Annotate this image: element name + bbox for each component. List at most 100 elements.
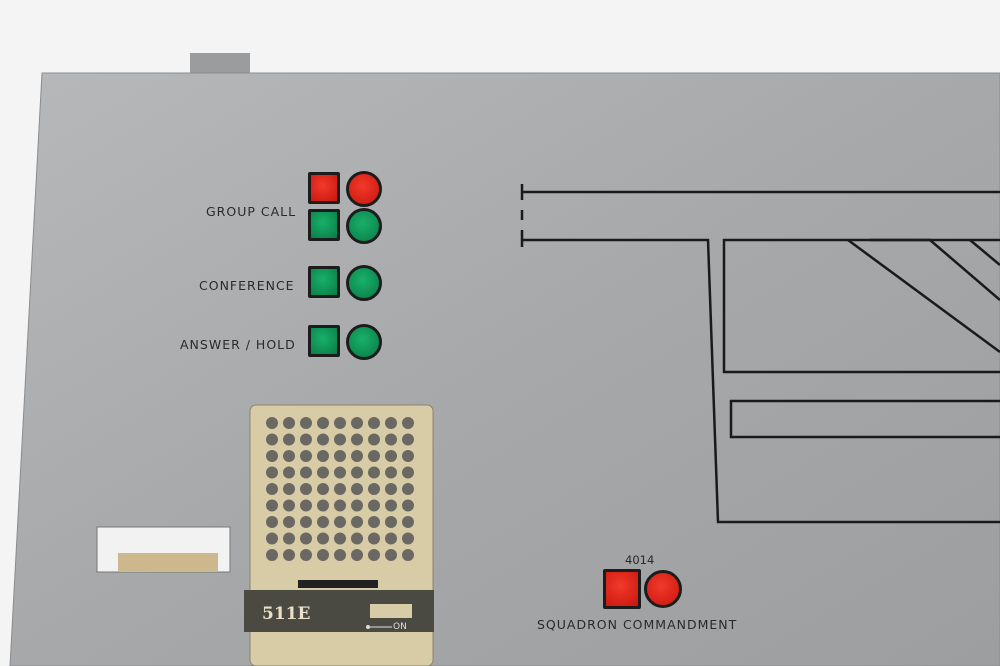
- grille-hole: [402, 532, 414, 545]
- grille-hole: [334, 532, 346, 545]
- grille-hole: [266, 450, 278, 462]
- conference-label: CONFERENCE: [199, 278, 295, 293]
- grille-hole: [334, 549, 346, 561]
- squadron-round-button[interactable]: [644, 570, 682, 608]
- grille-hole: [300, 417, 312, 429]
- grille-hole: [300, 549, 312, 561]
- grille-hole: [385, 450, 397, 462]
- grille-hole: [317, 417, 329, 429]
- grille-hole: [334, 417, 346, 429]
- group-call-red-square-button[interactable]: [308, 172, 340, 204]
- grille-hole: [266, 532, 278, 545]
- grille-hole: [368, 532, 380, 545]
- squadron-label: SQUADRON COMMANDMENT: [537, 617, 738, 632]
- grille-hole: [402, 433, 414, 446]
- grille-hole: [351, 450, 363, 462]
- mimic-diagram: [520, 184, 1000, 524]
- grille-hole: [385, 483, 397, 495]
- grille-hole: [334, 433, 346, 446]
- grille-hole: [402, 516, 414, 528]
- grille-hole: [334, 483, 346, 495]
- grille-hole: [300, 499, 312, 512]
- squadron-number: 4014: [625, 553, 655, 567]
- group-call-red-round-button[interactable]: [346, 171, 382, 207]
- grille-hole: [402, 549, 414, 561]
- grille-hole: [385, 516, 397, 528]
- answer-hold-label: ANSWER / HOLD: [180, 337, 296, 352]
- grille-hole: [283, 433, 295, 446]
- grille-hole: [402, 499, 414, 512]
- grille-hole: [402, 450, 414, 462]
- grille-hole: [351, 483, 363, 495]
- grille-hole: [317, 532, 329, 545]
- grille-hole: [300, 433, 312, 446]
- grille-hole: [334, 499, 346, 512]
- grille-hole: [300, 450, 312, 462]
- slot-card: [118, 553, 218, 572]
- grille-hole: [368, 433, 380, 446]
- grille-hole: [317, 499, 329, 512]
- grille-hole: [283, 549, 295, 561]
- grille-hole: [368, 450, 380, 462]
- grille-hole: [334, 516, 346, 528]
- grille-hole: [283, 466, 295, 479]
- grille-hole: [334, 450, 346, 462]
- grille-hole: [385, 549, 397, 561]
- grille-hole: [334, 466, 346, 479]
- grille-hole: [368, 483, 380, 495]
- grille-hole: [266, 516, 278, 528]
- grille-hole: [402, 483, 414, 495]
- display-window: [370, 604, 412, 618]
- speaker-grille: [266, 417, 414, 561]
- switch-on-label[interactable]: ON: [393, 622, 407, 632]
- grille-hole: [317, 483, 329, 495]
- grille-hole: [385, 466, 397, 479]
- grille-hole: [283, 499, 295, 512]
- grille-hole: [402, 417, 414, 429]
- answer-hold-round-button[interactable]: [346, 324, 382, 360]
- grille-hole: [300, 466, 312, 479]
- grille-hole: [351, 417, 363, 429]
- grille-hole: [317, 516, 329, 528]
- grille-hole: [368, 499, 380, 512]
- conference-round-button[interactable]: [346, 265, 382, 301]
- grille-hole: [368, 466, 380, 479]
- grille-hole: [266, 549, 278, 561]
- grille-hole: [266, 499, 278, 512]
- grille-hole: [351, 466, 363, 479]
- grille-hole: [385, 499, 397, 512]
- grille-hole: [385, 433, 397, 446]
- grille-hole: [402, 466, 414, 479]
- metal-plate: [9, 72, 1000, 666]
- group-call-label: GROUP CALL: [206, 204, 297, 219]
- grille-hole: [351, 499, 363, 512]
- grille-hole: [266, 466, 278, 479]
- grille-hole: [317, 450, 329, 462]
- panel-tab: [190, 53, 250, 75]
- grille-hole: [283, 417, 295, 429]
- model-label: 511E: [262, 604, 311, 624]
- grille-hole: [266, 483, 278, 495]
- conference-square-button[interactable]: [308, 266, 340, 298]
- grille-hole: [266, 433, 278, 446]
- grille-hole: [317, 466, 329, 479]
- grille-hole: [266, 417, 278, 429]
- grille-hole: [283, 532, 295, 545]
- grille-hole: [351, 433, 363, 446]
- grille-hole: [351, 532, 363, 545]
- group-call-green-square-button[interactable]: [308, 209, 340, 241]
- grille-hole: [283, 483, 295, 495]
- speaker-slider: [298, 580, 378, 588]
- grille-hole: [351, 549, 363, 561]
- squadron-square-button[interactable]: [603, 569, 641, 609]
- grille-hole: [300, 532, 312, 545]
- group-call-green-round-button[interactable]: [346, 208, 382, 244]
- grille-hole: [300, 516, 312, 528]
- grille-hole: [317, 549, 329, 561]
- answer-hold-square-button[interactable]: [308, 325, 340, 357]
- grille-hole: [283, 450, 295, 462]
- grille-hole: [385, 532, 397, 545]
- grille-hole: [317, 433, 329, 446]
- grille-hole: [368, 516, 380, 528]
- grille-hole: [368, 417, 380, 429]
